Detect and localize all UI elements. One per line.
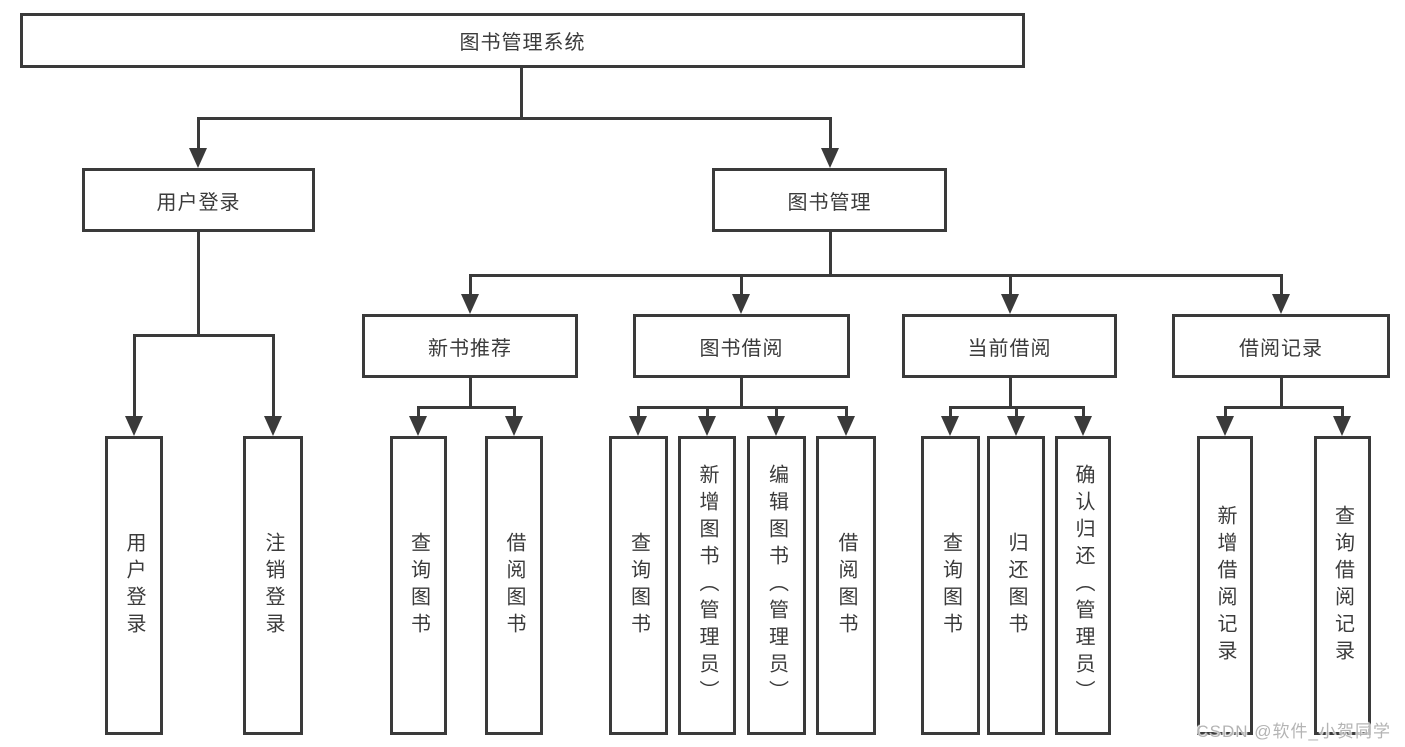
node-label: 确认归还（管理员）	[1072, 464, 1094, 707]
connector-line	[469, 378, 472, 409]
arrow-down-icon	[461, 294, 479, 314]
leaf-query-books-current: 查询图书	[921, 436, 980, 735]
arrow-down-icon	[1001, 294, 1019, 314]
connector-line	[1280, 378, 1283, 409]
connector-line	[513, 406, 516, 419]
leaf-return-books: 归还图书	[987, 436, 1045, 735]
arrow-down-icon	[409, 416, 427, 436]
connector-line	[197, 117, 200, 150]
node-label: 查询图书	[627, 531, 650, 640]
node-label: 新增图书（管理员）	[696, 464, 718, 707]
arrow-down-icon	[767, 416, 785, 436]
arrow-down-icon	[732, 294, 750, 314]
arrow-down-icon	[505, 416, 523, 436]
arrow-down-icon	[1333, 416, 1351, 436]
node-user-login: 用户登录	[82, 168, 315, 232]
node-label: 编辑图书（管理员）	[765, 464, 788, 707]
node-label: 用户登录	[123, 531, 145, 640]
connector-line	[133, 334, 136, 418]
node-book-management: 图书管理	[712, 168, 947, 232]
connector-line	[740, 378, 743, 409]
connector-line	[829, 117, 832, 150]
connector-line	[469, 274, 472, 296]
connector-line	[133, 334, 274, 337]
leaf-borrow-books: 借阅图书	[816, 436, 876, 735]
leaf-add-book-admin: 新增图书（管理员）	[678, 436, 736, 735]
node-label: 查询图书	[407, 531, 430, 640]
connector-line	[706, 406, 709, 419]
node-label: 归还图书	[1005, 531, 1027, 640]
node-book-borrow: 图书借阅	[633, 314, 850, 378]
connector-line	[775, 406, 778, 419]
connector-line	[1015, 406, 1018, 419]
arrow-down-icon	[941, 416, 959, 436]
connector-line	[197, 232, 200, 337]
connector-line	[1082, 406, 1085, 419]
connector-line	[1224, 406, 1227, 419]
node-label: 图书管理系统	[459, 32, 586, 54]
connector-line	[637, 406, 848, 409]
node-label: 查询借阅记录	[1331, 504, 1354, 667]
connector-line	[1009, 378, 1012, 409]
node-label: 借阅图书	[503, 531, 525, 640]
node-label: 注销登录	[262, 531, 284, 640]
connector-line	[637, 406, 640, 419]
connector-line	[949, 406, 952, 419]
connector-line	[845, 406, 848, 419]
connector-line	[740, 274, 743, 296]
node-borrow-records: 借阅记录	[1172, 314, 1390, 378]
arrow-down-icon	[264, 416, 282, 436]
arrow-down-icon	[698, 416, 716, 436]
connector-line	[272, 334, 275, 418]
arrow-down-icon	[189, 148, 207, 168]
leaf-borrow-books-recommend: 借阅图书	[485, 436, 543, 735]
connector-line	[1224, 406, 1344, 409]
arrow-down-icon	[125, 416, 143, 436]
node-new-book-recommend: 新书推荐	[362, 314, 578, 378]
connector-line	[417, 406, 516, 409]
connector-line	[829, 232, 832, 277]
arrow-down-icon	[837, 416, 855, 436]
connector-line	[1280, 274, 1283, 296]
leaf-edit-book-admin: 编辑图书（管理员）	[747, 436, 806, 735]
csdn-watermark: CSDN @软件_小贺同学	[1196, 722, 1391, 741]
node-label: 当前借阅	[967, 337, 1052, 360]
leaf-user-login: 用户登录	[105, 436, 163, 735]
connector-line	[1009, 274, 1012, 296]
leaf-query-borrow-record: 查询借阅记录	[1314, 436, 1371, 735]
leaf-query-books-borrow: 查询图书	[609, 436, 668, 735]
connector-line	[520, 68, 523, 120]
arrow-down-icon	[1007, 416, 1025, 436]
arrow-down-icon	[629, 416, 647, 436]
connector-line	[197, 117, 832, 120]
node-label: 查询图书	[939, 531, 962, 640]
node-label: 图书借阅	[699, 337, 784, 360]
node-library-system: 图书管理系统	[20, 13, 1025, 68]
node-label: 新书推荐	[428, 337, 512, 360]
node-label: 图书管理	[787, 191, 872, 214]
connector-line	[1341, 406, 1344, 419]
node-current-borrow: 当前借阅	[902, 314, 1117, 378]
arrow-down-icon	[1216, 416, 1234, 436]
arrow-down-icon	[1074, 416, 1092, 436]
node-label: 借阅图书	[835, 531, 857, 640]
connector-line	[417, 406, 420, 419]
arrow-down-icon	[1272, 294, 1290, 314]
leaf-query-books-recommend: 查询图书	[390, 436, 447, 735]
node-label: 新增借阅记录	[1214, 504, 1236, 667]
node-label: 借阅记录	[1239, 337, 1323, 360]
leaf-confirm-return-admin: 确认归还（管理员）	[1055, 436, 1111, 735]
leaf-add-borrow-record: 新增借阅记录	[1197, 436, 1253, 735]
node-label: 用户登录	[156, 191, 241, 214]
connector-line	[469, 274, 1283, 277]
leaf-logout: 注销登录	[243, 436, 303, 735]
arrow-down-icon	[821, 148, 839, 168]
